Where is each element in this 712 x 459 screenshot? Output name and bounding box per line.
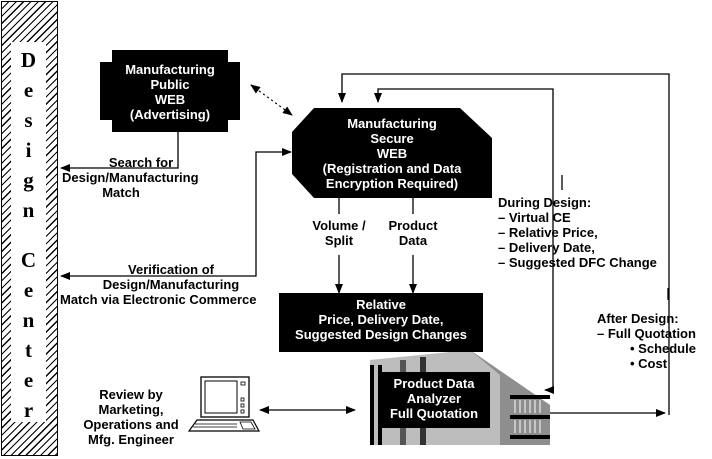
after-design-label: After Design: – Full Quotation • Schedul… [597, 311, 696, 371]
public-web-shape [100, 50, 240, 132]
search-label-line: Search for [108, 155, 174, 170]
secure-web-line: (Registration and Data [322, 161, 462, 176]
sidebar-letter: g [23, 168, 34, 192]
during-design-label: During Design: – Virtual CE – Relative P… [498, 195, 657, 270]
relative-price-line: Relative [356, 297, 406, 312]
during-design-title: During Design: [498, 195, 592, 210]
computer-terminal-icon [187, 376, 261, 432]
inner-loop-arrow [374, 88, 554, 390]
review-label-line: Operations and [83, 417, 179, 432]
sidebar-letter: D [20, 48, 37, 72]
volume-split-line: Volume / [312, 218, 366, 233]
design-center-label: D e s i g n C e n t e r [11, 42, 46, 422]
sidebar-letter: C [20, 248, 37, 272]
after-design-title: After Design: [597, 311, 679, 326]
public-web-node: Manufacturing Public WEB (Advertising) [100, 62, 240, 122]
outer-loop-arrow [338, 73, 670, 415]
analyzer-line: Full Quotation [389, 406, 479, 421]
analyzer-node: Product Data Analyzer Full Quotation [378, 372, 490, 428]
design-center-panel: D e s i g n C e n t e r [1, 1, 58, 456]
verification-label-line: Design/Manufacturing [102, 277, 240, 292]
during-design-item: – Relative Price, [498, 225, 598, 240]
during-design-item: – Delivery Date, [498, 240, 595, 255]
review-label-line: Mfg. Engineer [88, 432, 174, 447]
analyzer-line: Analyzer [406, 391, 462, 406]
review-label: Review by Marketing, Operations and Mfg.… [76, 387, 186, 447]
verification-label-line: Verification of [128, 262, 214, 277]
sidebar-letter: s [24, 108, 33, 132]
secure-web-line: WEB [376, 146, 408, 161]
after-design-subitem: • Cost [630, 356, 668, 371]
public-secure-link [250, 84, 293, 116]
volume-split-label: Volume / Split [304, 218, 374, 248]
secure-web-line: Secure [370, 131, 414, 146]
search-label-line: Match [102, 185, 140, 200]
sidebar-letter: e [23, 278, 34, 302]
public-web-line: Public [150, 77, 190, 92]
sidebar-letter: n [22, 198, 35, 222]
search-label-line: Design/Manufacturing [62, 170, 199, 185]
verification-label-line: Match via Electronic Commerce [60, 292, 257, 307]
sidebar-letter: e [23, 368, 34, 392]
relative-price-line: Price, Delivery Date, [318, 312, 444, 327]
secure-web-line: Manufacturing [347, 116, 437, 131]
review-label-line: Marketing, [98, 402, 164, 417]
product-data-line: Product [388, 218, 438, 233]
secure-web-shape [292, 108, 492, 198]
secure-web-line: Encryption Required) [325, 176, 459, 191]
relative-price-node: Relative Price, Delivery Date, Suggested… [279, 293, 483, 352]
sidebar-letter: n [22, 308, 35, 332]
sidebar-letter: r [23, 398, 34, 422]
volume-split-line: Split [324, 233, 354, 248]
verification-arrow [60, 148, 292, 280]
relative-price-line: Suggested Design Changes [295, 327, 467, 342]
review-label-line: Review by [99, 387, 163, 402]
product-data-line: Data [398, 233, 428, 248]
search-label: Search for Design/Manufacturing Match [62, 155, 199, 200]
sidebar-letter: e [23, 78, 34, 102]
after-design-subitem: • Schedule [630, 341, 696, 356]
public-web-line: (Advertising) [129, 107, 211, 122]
product-data-label: Product Data [383, 218, 443, 248]
during-design-item: – Suggested DFC Change [498, 255, 657, 270]
after-design-item: – Full Quotation [597, 326, 696, 341]
during-design-item: – Virtual CE [498, 210, 571, 225]
sidebar-letter: t [25, 338, 32, 362]
verification-label: Verification of Design/Manufacturing Mat… [60, 262, 282, 307]
secure-web-node: Manufacturing Secure WEB (Registration a… [292, 116, 492, 196]
analyzer-line: Product Data [393, 376, 475, 391]
public-web-line: WEB [154, 92, 186, 107]
sidebar-letter: i [25, 138, 32, 162]
public-web-line: Manufacturing [125, 62, 215, 77]
